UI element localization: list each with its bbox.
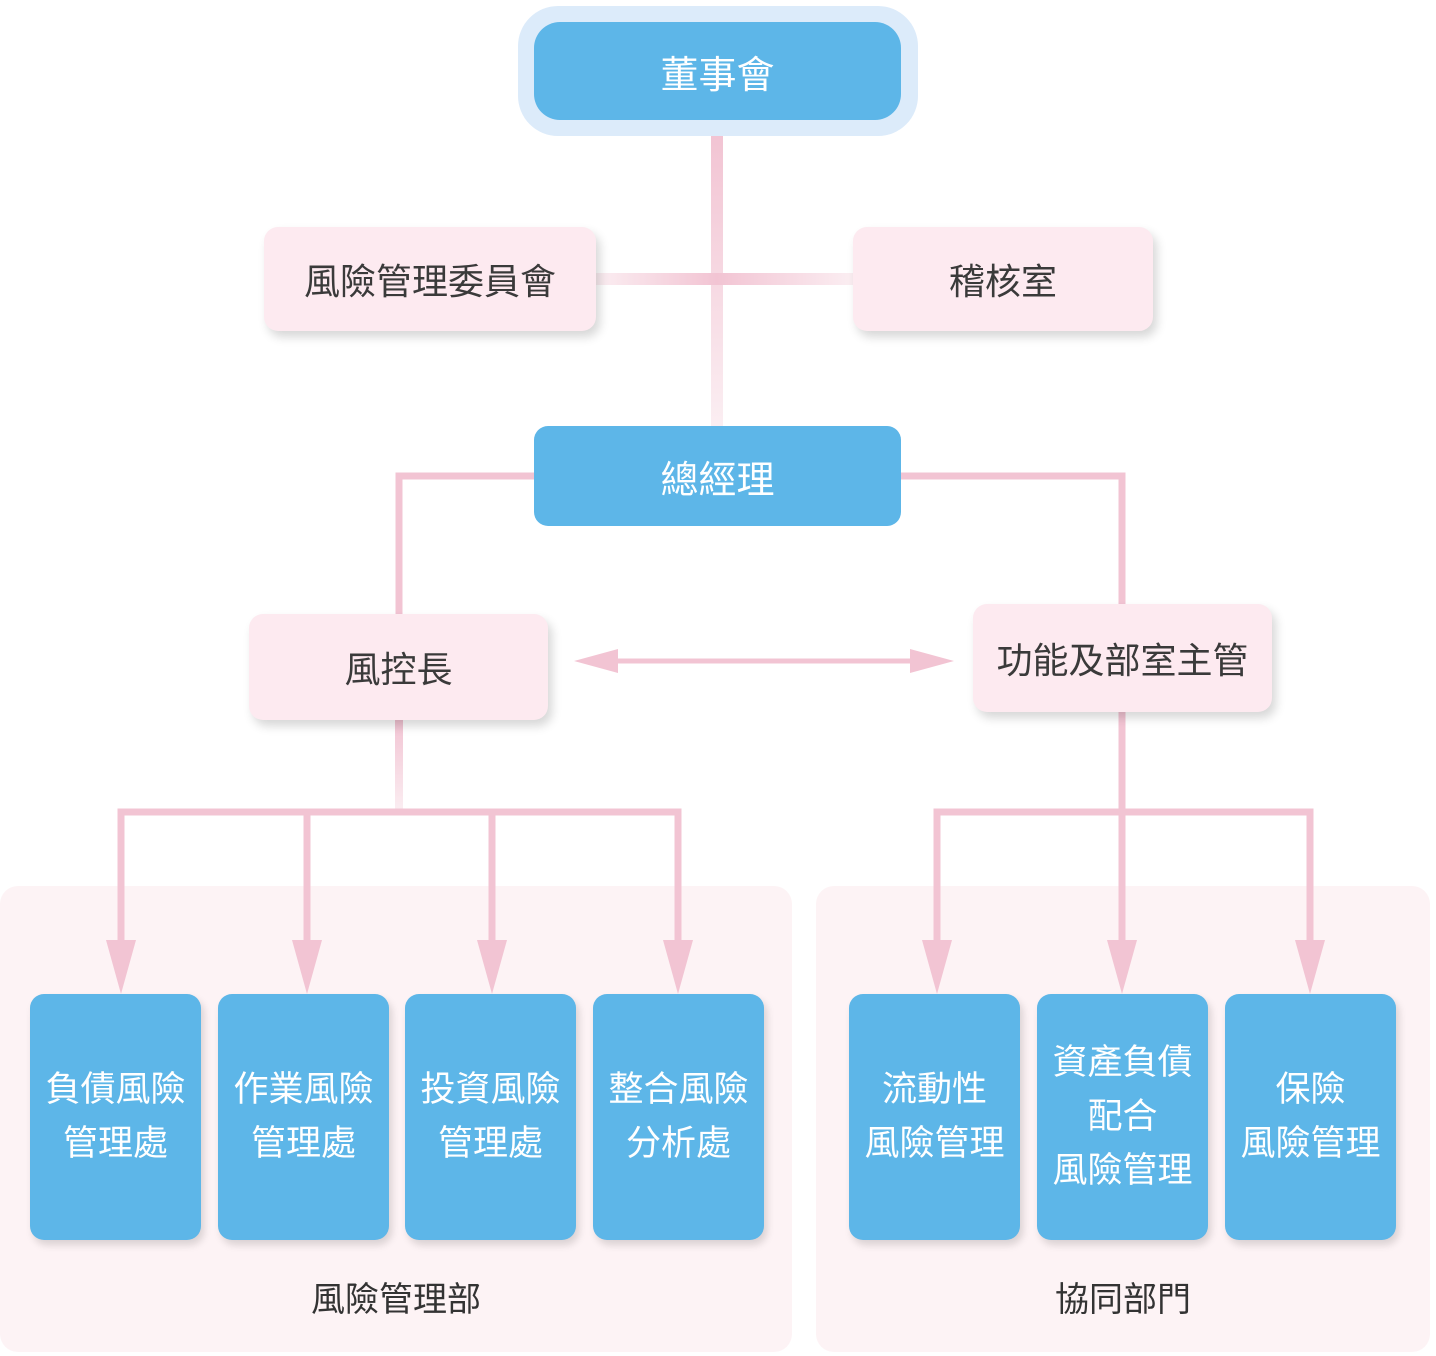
arrowhead-down bbox=[292, 940, 322, 994]
arrowhead-down bbox=[922, 940, 952, 994]
audit-office-node: 稽核室 bbox=[853, 227, 1153, 331]
integrated-risk-unit: 整合風險 分析處 bbox=[593, 994, 764, 1240]
risk-committee-label: 風險管理委員會 bbox=[303, 262, 556, 303]
collab-bracket bbox=[933, 808, 1314, 942]
arrowhead-left bbox=[574, 649, 618, 673]
liability-risk-unit: 負債風險 管理處 bbox=[30, 994, 201, 1240]
unit-label-line: 流動性 bbox=[881, 1070, 987, 1110]
unit-label-line: 風險管理 bbox=[864, 1124, 1005, 1164]
dept-heads-label: 功能及部室主管 bbox=[996, 641, 1249, 682]
unit-label-line: 整合風險 bbox=[608, 1070, 749, 1110]
board-label: 董事會 bbox=[660, 52, 775, 97]
unit-label-line: 投資風險 bbox=[420, 1070, 561, 1110]
unit-label-line: 負債風險 bbox=[45, 1070, 186, 1110]
investment-risk-unit: 投資風險 管理處 bbox=[405, 994, 576, 1240]
unit-label-line: 分析處 bbox=[625, 1124, 731, 1164]
unit-label-line: 風險管理 bbox=[1052, 1151, 1193, 1191]
audit-office-label: 稽核室 bbox=[948, 262, 1057, 303]
risk-management-dept-label: 風險管理部 bbox=[311, 1280, 481, 1320]
cro-down-line bbox=[395, 720, 403, 812]
arrowhead-down bbox=[663, 940, 693, 994]
arrowhead-down bbox=[477, 940, 507, 994]
gm-to-cro-line bbox=[395, 472, 534, 614]
risk-dept-bracket bbox=[117, 808, 682, 942]
operational-risk-unit: 作業風險 管理處 bbox=[218, 994, 389, 1240]
gm-to-dept-heads-line bbox=[901, 472, 1126, 604]
cro-label: 風控長 bbox=[344, 650, 453, 691]
board-node: 董事會 bbox=[534, 22, 901, 120]
arrowhead-down bbox=[1295, 940, 1325, 994]
unit-label-line: 保險 bbox=[1275, 1070, 1346, 1110]
unit-label-line: 管理處 bbox=[250, 1124, 356, 1164]
liquidity-risk-unit: 流動性 風險管理 bbox=[849, 994, 1020, 1240]
collaborating-depts-label: 協同部門 bbox=[1055, 1280, 1191, 1320]
unit-label-line: 配合 bbox=[1087, 1097, 1158, 1137]
unit-label-line: 管理處 bbox=[62, 1124, 168, 1164]
alm-risk-unit: 資產負債 配合 風險管理 bbox=[1037, 994, 1208, 1240]
dept-heads-node: 功能及部室主管 bbox=[973, 604, 1272, 712]
arrowhead-right bbox=[910, 649, 954, 673]
arrowhead-down bbox=[106, 940, 136, 994]
cro-node: 風控長 bbox=[249, 614, 548, 720]
unit-label-line: 資產負債 bbox=[1052, 1043, 1193, 1083]
unit-label-line: 管理處 bbox=[437, 1124, 543, 1164]
unit-label-line: 風險管理 bbox=[1240, 1124, 1381, 1164]
general-manager-node: 總經理 bbox=[534, 426, 901, 526]
risk-committee-node: 風險管理委員會 bbox=[264, 227, 596, 331]
arrowhead-down bbox=[1107, 940, 1137, 994]
general-manager-label: 總經理 bbox=[660, 457, 775, 502]
board-to-committee-line bbox=[596, 273, 717, 285]
insurance-risk-unit: 保險 風險管理 bbox=[1225, 994, 1396, 1240]
board-to-audit-line bbox=[717, 273, 853, 285]
unit-label-line: 作業風險 bbox=[233, 1070, 374, 1110]
